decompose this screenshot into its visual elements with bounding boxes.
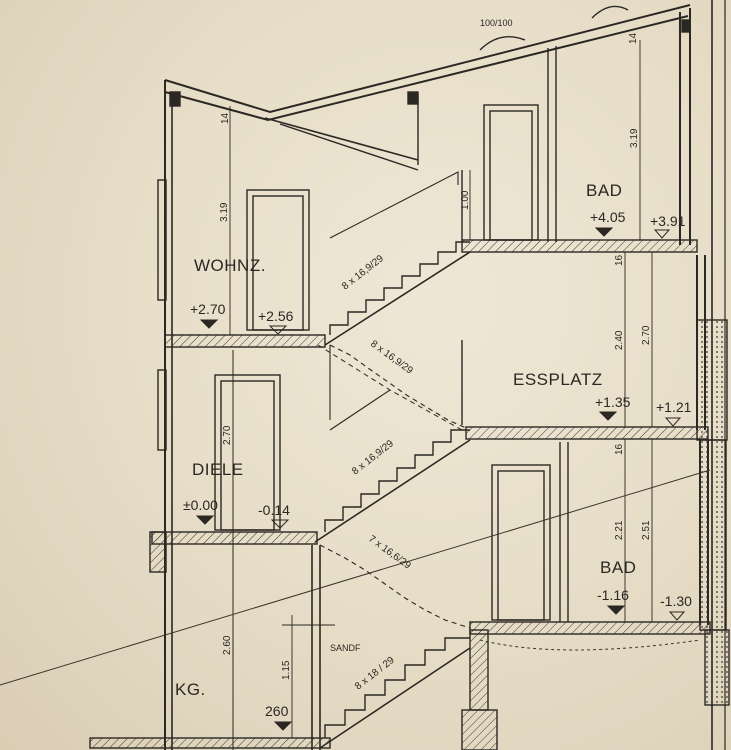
floor-slabs — [89, 19, 730, 750]
dim-2-21: 2.21 — [614, 520, 625, 540]
room-label-sandf: SANDF — [330, 643, 361, 653]
dim-14a: 14 — [220, 112, 231, 124]
dim-1-15: 1.15 — [281, 660, 292, 680]
level-260: 260 — [265, 703, 289, 719]
ground-line — [0, 469, 711, 686]
dim-1-00: 1.00 — [460, 190, 471, 210]
level-minus-1-30: -1.30 — [660, 593, 692, 609]
stair-label-2: 8 x 16,9/29 — [368, 339, 415, 377]
dim-2-60: 2.60 — [222, 635, 233, 655]
dim-2-51: 2.51 — [641, 520, 652, 540]
dim-2-40: 2.40 — [614, 330, 625, 350]
stair-label-5: 8 x 18 / 29 — [353, 655, 397, 693]
dim-2-70a: 2.70 — [641, 325, 652, 345]
level-markers — [195, 227, 686, 731]
level-minus-1-16: -1.16 — [597, 587, 629, 603]
stair-label-3: 8 x 16,9/29 — [350, 438, 396, 477]
room-label-bad-upper: BAD — [586, 181, 622, 200]
level-2-56: +2.56 — [258, 308, 294, 324]
dim-3-19b: 3.19 — [629, 128, 640, 148]
dim-16b: 16 — [614, 443, 625, 455]
level-3-91: +3.91 — [650, 213, 686, 229]
stair-label-4: 7 x 16,6/29 — [366, 534, 413, 572]
room-label-kg: KG. — [175, 680, 206, 699]
room-label-bad-lower: BAD — [600, 558, 636, 577]
stair-label-1: 8 x 16,9/29 — [340, 253, 386, 292]
dim-3-19a: 3.19 — [219, 202, 230, 222]
dimension-lines — [229, 40, 653, 738]
room-label-wohnz: WOHNZ. — [194, 256, 266, 275]
level-0-00: ±0.00 — [183, 497, 218, 513]
level-1-21: +1.21 — [656, 399, 692, 415]
dim-16a: 16 — [614, 254, 625, 266]
room-label-diele: DIELE — [192, 460, 244, 479]
level-minus-0-14: -0.14 — [258, 502, 290, 518]
dim-top-box: 100/100 — [480, 18, 513, 28]
stairs — [314, 171, 471, 749]
level-2-70: +2.70 — [190, 301, 226, 317]
room-label-essplatz: ESSPLATZ — [513, 370, 603, 389]
level-4-05: +4.05 — [590, 209, 626, 225]
dim-14b: 14 — [628, 32, 639, 44]
dim-2-70b: 2.70 — [222, 425, 233, 445]
level-1-35: +1.35 — [595, 394, 631, 410]
